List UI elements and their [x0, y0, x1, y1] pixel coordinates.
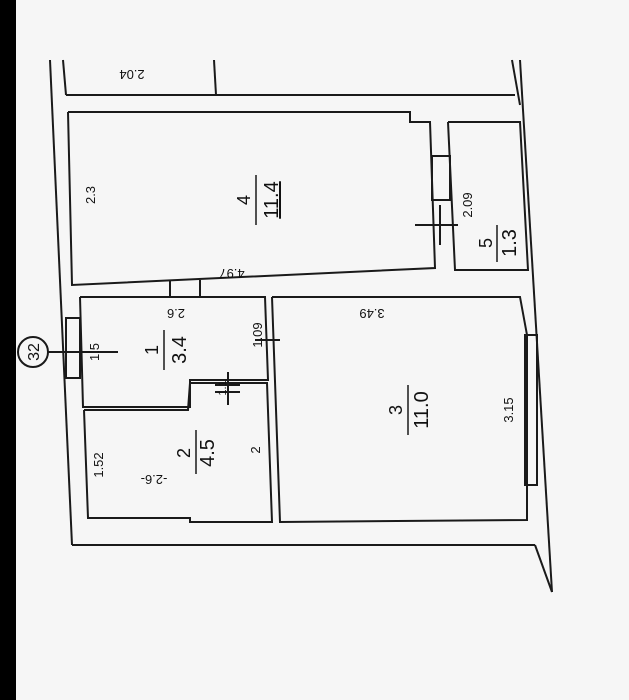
dim-room4-length: 4.97 [219, 266, 244, 281]
top-opening-left [62, 59, 67, 96]
dim-room4-side: 2.3 [83, 186, 98, 204]
axis-marker-number: 32 [26, 343, 43, 361]
room-1-number: 1 [142, 345, 162, 355]
room-5-number: 5 [476, 238, 496, 248]
top-opening-right [213, 59, 217, 96]
window-room1 [65, 317, 81, 379]
dim-room1-depth: 1.09 [250, 322, 265, 347]
room-5-outline [447, 121, 530, 271]
dim-room3-side: 3.15 [501, 397, 516, 422]
window-room3 [524, 334, 538, 486]
room-4-area: 11.4 [261, 181, 283, 218]
window-room4-room5 [431, 155, 451, 201]
room-1-outline [79, 296, 270, 408]
room-1-area: 3.4 [169, 336, 191, 364]
outer-wall-left [49, 59, 73, 546]
dim-room2-side: 1.52 [91, 452, 106, 477]
dim-passage: 1.1 [217, 380, 229, 395]
room-2-area: 4.5 [197, 439, 219, 467]
room-2-outline [83, 382, 274, 523]
room-2-number: 2 [174, 448, 194, 458]
dim-room1-width: 2.6 [167, 306, 185, 321]
left-border-bar [0, 0, 16, 700]
outer-wall-top-right [511, 59, 521, 106]
room-5-area: 1.3 [499, 229, 521, 257]
dim-room5-side: 2.09 [460, 192, 475, 217]
outer-wall-right [519, 59, 553, 593]
room-3-area: 11.0 [411, 391, 433, 428]
outer-wall-corner [534, 544, 553, 593]
dim-room3-length: 3.49 [359, 306, 384, 321]
room-4-number: 4 [234, 195, 254, 205]
dim-top-opening: 2.04 [119, 67, 144, 82]
dim-room2-depth: 2 [248, 446, 263, 453]
room-3-number: 3 [386, 405, 406, 415]
room-3-outline [271, 296, 528, 524]
dim-room2-height: -2.6- [141, 472, 168, 487]
axis-marker-circle [17, 336, 49, 368]
room-4-outline [67, 111, 437, 287]
dim-room1-side: 1.5 [87, 343, 102, 361]
